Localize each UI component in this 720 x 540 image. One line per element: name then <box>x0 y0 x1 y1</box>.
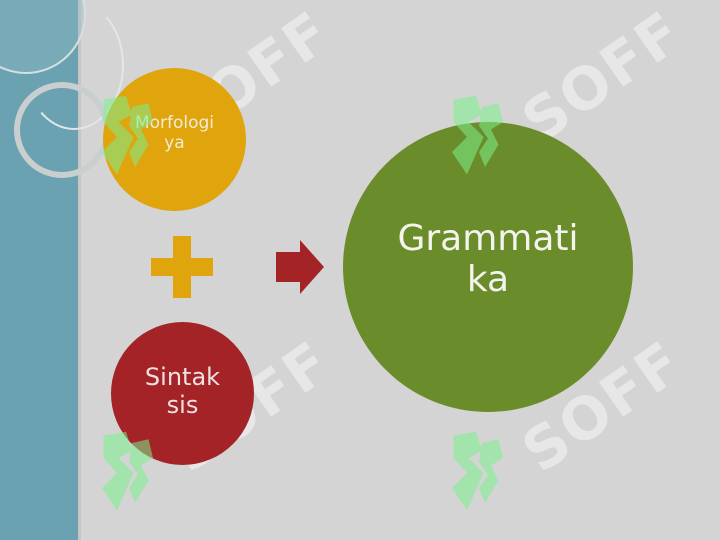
side-band-edge <box>78 0 81 540</box>
arrow-right-icon <box>276 240 324 294</box>
plus-icon <box>151 236 213 298</box>
node-grammatika: Grammati ka <box>343 122 633 412</box>
node-label: Sintak sis <box>144 362 221 419</box>
node-morfologiya: Morfologi ya <box>103 68 246 211</box>
decorative-ring <box>14 82 110 178</box>
node-label: Morfologi ya <box>134 112 215 153</box>
node-sintaksis: Sintak sis <box>111 322 254 465</box>
node-label: Grammati ka <box>397 217 579 300</box>
watermark-logo-icon <box>452 431 503 511</box>
